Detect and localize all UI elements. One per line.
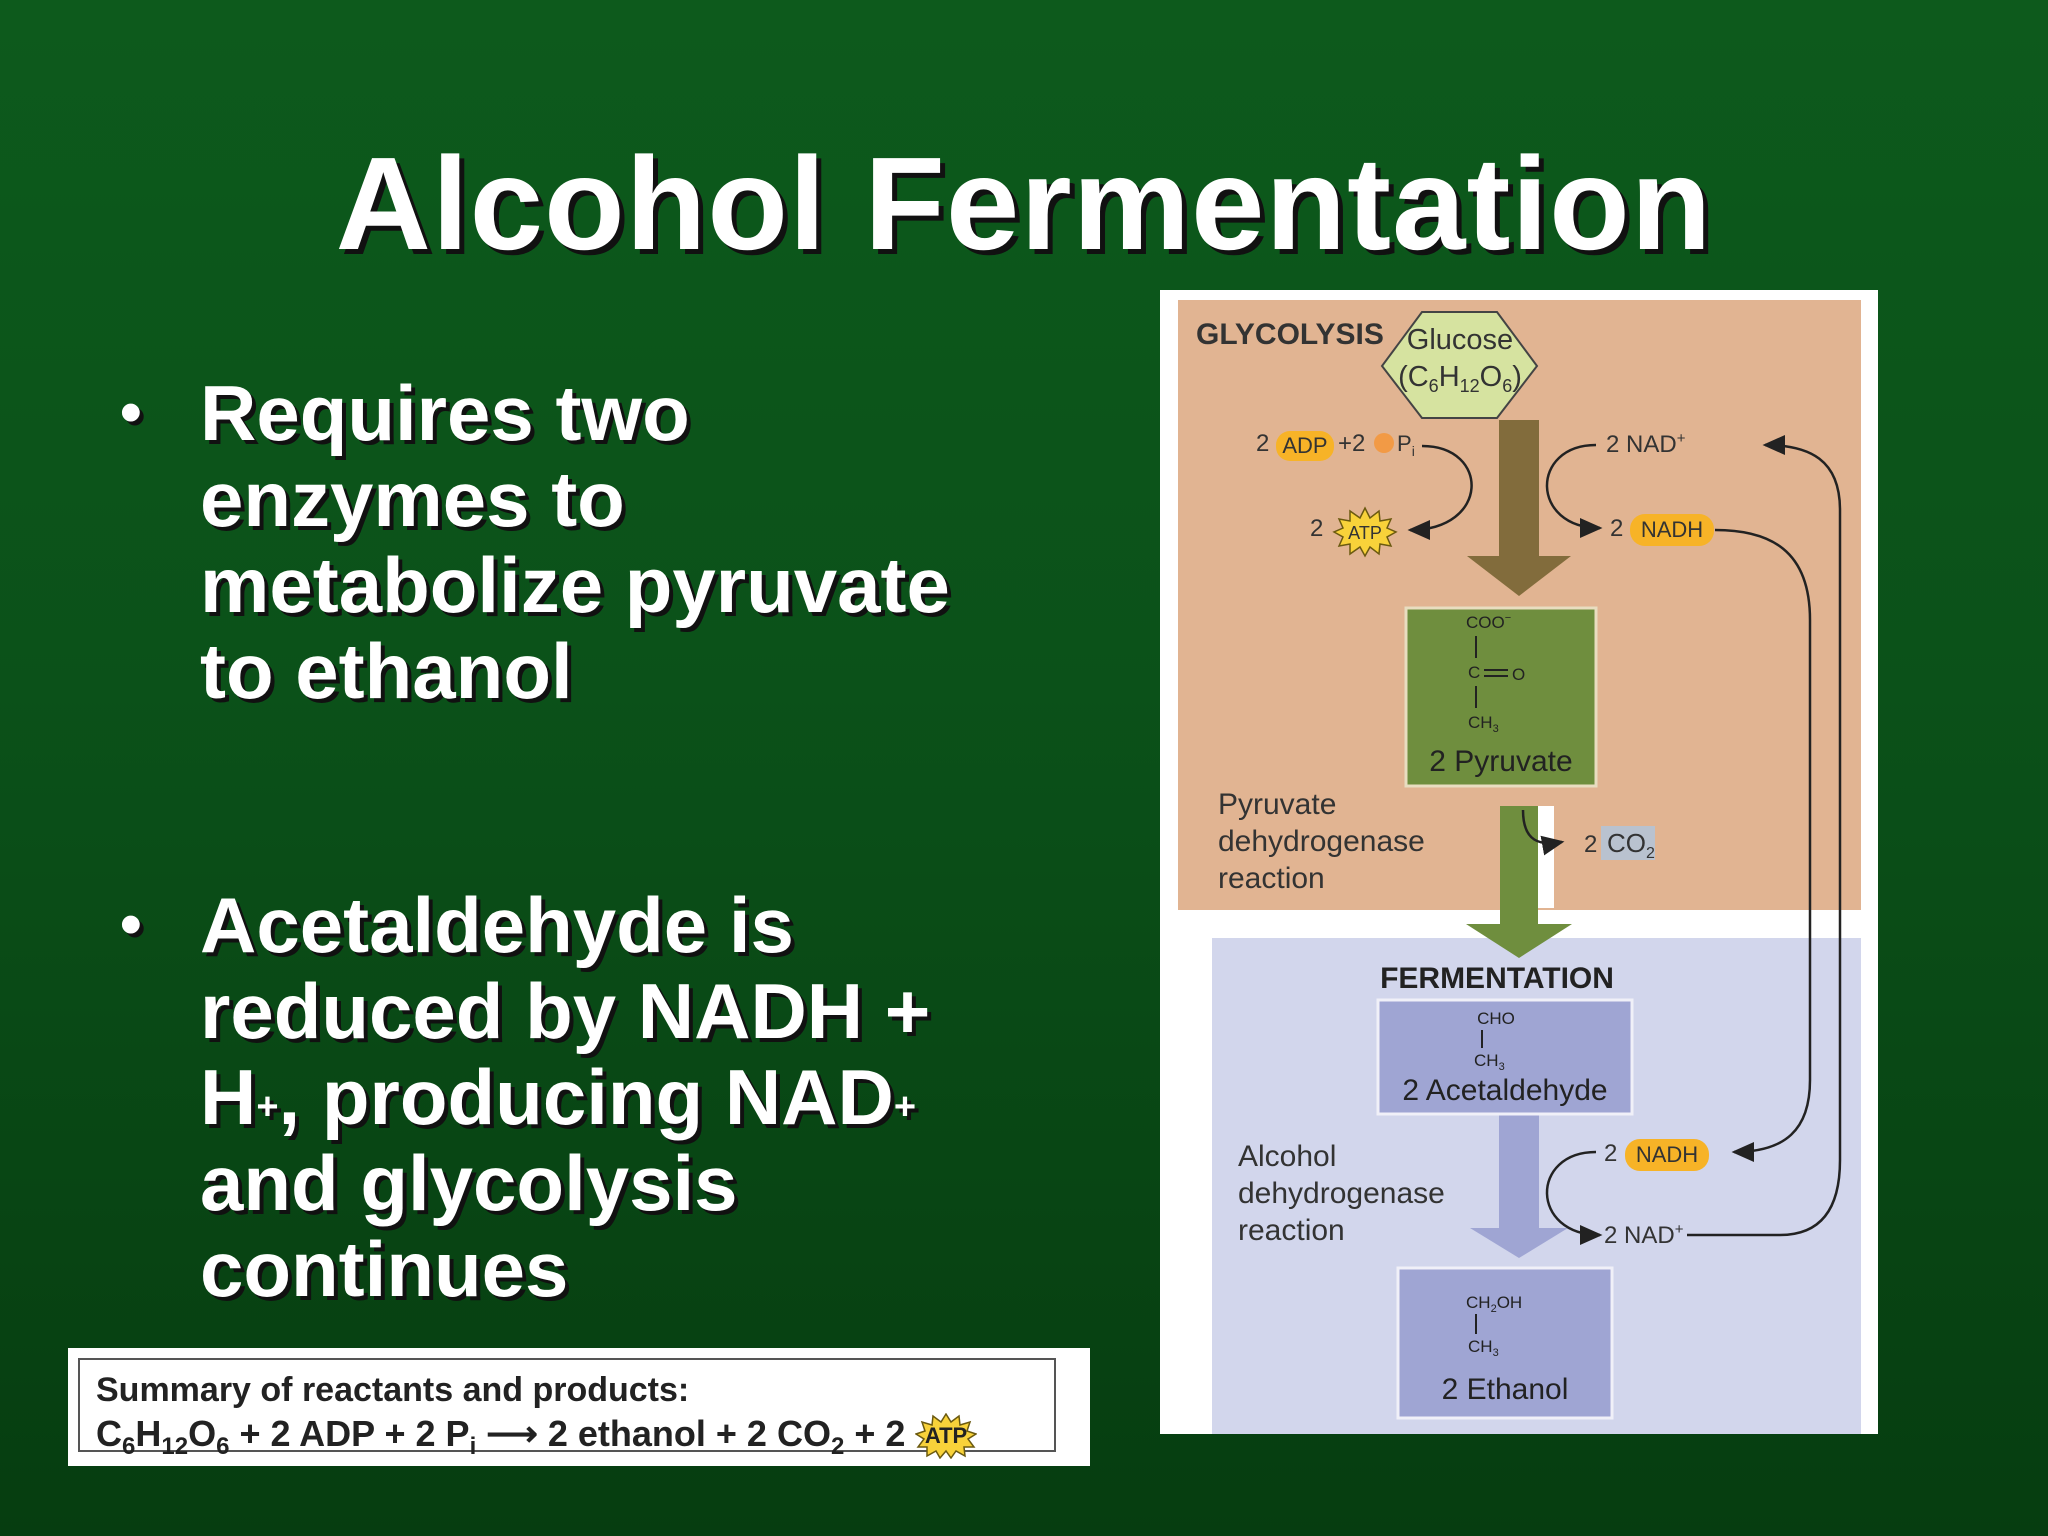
nadh-bottom-label: NADH bbox=[1636, 1142, 1698, 1167]
pyruvate-label: 2 Pyruvate bbox=[1429, 745, 1572, 778]
pdh-arrow-head bbox=[1466, 924, 1572, 958]
nadh-bottom-pill bbox=[1625, 1139, 1709, 1171]
nad-bottom-label: 2 NAD+ bbox=[1604, 1221, 1684, 1249]
nad-to-nadh-curve-arrow bbox=[1545, 443, 1603, 538]
pdh-arrow-shaft bbox=[1500, 806, 1538, 926]
adh-arrow-head bbox=[1470, 1228, 1568, 1258]
co2-count: 2 bbox=[1584, 831, 1597, 858]
bullet-dot: • bbox=[120, 378, 142, 447]
pdh-label-line: reaction bbox=[1218, 862, 1325, 895]
fermentation-label: FERMENTATION bbox=[1380, 962, 1614, 995]
pyruvate-ch3: CH3 bbox=[1468, 713, 1499, 735]
eq-text: 2 ethanol + 2 CO bbox=[547, 1413, 831, 1454]
adp-count: 2 bbox=[1256, 430, 1269, 457]
glycolysis-arrow-shaft bbox=[1499, 420, 1539, 558]
eq-text: H bbox=[135, 1413, 162, 1454]
nadh-to-nad-curve-arrow bbox=[1545, 1150, 1603, 1245]
nad-regeneration-arrow bbox=[1687, 435, 1842, 1237]
eq-text: C bbox=[96, 1413, 122, 1454]
pyruvate-coo: COO− bbox=[1466, 612, 1511, 632]
co2-label: CO2 bbox=[1607, 828, 1655, 862]
pyruvate-box bbox=[1404, 606, 1598, 788]
adp-pill bbox=[1276, 431, 1334, 461]
bullet-text-part: and glycolysis continues bbox=[200, 1139, 738, 1313]
phosphate-dot-icon bbox=[1374, 433, 1394, 453]
acetaldehyde-box bbox=[1376, 998, 1634, 1116]
superscript-plus: + bbox=[256, 1086, 279, 1128]
atp-label: ATP bbox=[925, 1423, 967, 1448]
eq-sub: 12 bbox=[161, 1433, 189, 1461]
atp-starburst-icon bbox=[1332, 506, 1398, 558]
co2-release-arrow bbox=[1521, 809, 1565, 856]
superscript-plus: + bbox=[893, 1086, 917, 1128]
ethanol-label: 2 Ethanol bbox=[1442, 1373, 1569, 1406]
bullet-text-part: Acetaldehyde is reduced by NADH + H bbox=[200, 881, 931, 1141]
nadh-top-label: NADH bbox=[1641, 517, 1703, 542]
nad-top-label: 2 NAD+ bbox=[1606, 430, 1686, 458]
nadh-transfer-arrow bbox=[1714, 528, 1812, 1162]
adp-label: ADP bbox=[1282, 433, 1327, 458]
acetaldehyde-ch3: CH3 bbox=[1474, 1051, 1505, 1073]
glycolysis-label: GLYCOLYSIS bbox=[1196, 318, 1384, 351]
glucose-formula: (C6H12O6) bbox=[1398, 361, 1522, 396]
pdh-label-line: dehydrogenase bbox=[1218, 825, 1425, 858]
bullet-text: Requires two enzymes to metabolize pyruv… bbox=[200, 369, 950, 715]
eq-sub: i bbox=[469, 1433, 477, 1461]
slide-title: Alcohol Fermentation bbox=[335, 130, 1713, 277]
ethanol-ch3: CH3 bbox=[1468, 1337, 1499, 1359]
acetaldehyde-cho: CHO bbox=[1477, 1009, 1515, 1028]
nadh-bottom-count: 2 bbox=[1604, 1140, 1617, 1167]
atp-label: ATP bbox=[1348, 523, 1382, 543]
adh-arrow-shaft bbox=[1499, 1114, 1539, 1232]
bullet-dot: • bbox=[120, 890, 142, 959]
pdh-label-line: Pyruvate bbox=[1218, 788, 1336, 821]
atp-count: 2 bbox=[1310, 515, 1323, 542]
summary-box: Summary of reactants and products: C6H12… bbox=[68, 1348, 1090, 1466]
glucose-hexagon bbox=[1380, 311, 1539, 419]
nadh-top-count: 2 bbox=[1610, 515, 1623, 542]
pyruvate-c: C bbox=[1468, 663, 1480, 682]
adh-label-line: Alcohol bbox=[1238, 1140, 1336, 1173]
bullet-requires-two-enzymes: • Requires two enzymes to metabolize pyr… bbox=[120, 370, 1000, 714]
ethanol-box bbox=[1396, 1266, 1614, 1420]
pyruvate-o: O bbox=[1512, 665, 1525, 684]
eq-text: + 2 ADP + 2 P bbox=[229, 1413, 470, 1454]
summary-heading: Summary of reactants and products: bbox=[96, 1371, 690, 1409]
fermentation-pathway-diagram: GLYCOLYSIS FERMENTATION Glucose (C6H12O6… bbox=[1160, 290, 1878, 1434]
ethanol-ch2oh: CH2OH bbox=[1466, 1293, 1522, 1315]
acetaldehyde-label: 2 Acetaldehyde bbox=[1402, 1074, 1607, 1107]
bullet-text: Acetaldehyde is reduced by NADH + H+, pr… bbox=[200, 882, 1000, 1312]
eq-sub: 6 bbox=[216, 1433, 230, 1461]
reaction-arrow: ⟶ bbox=[476, 1413, 548, 1454]
glucose-label: Glucose bbox=[1407, 324, 1513, 356]
atp-curve-arrow bbox=[1407, 444, 1473, 540]
plus-two: +2 bbox=[1338, 430, 1365, 457]
adh-label-line: dehydrogenase bbox=[1238, 1177, 1445, 1210]
eq-sub: 6 bbox=[122, 1433, 136, 1461]
adh-label-line: reaction bbox=[1238, 1214, 1345, 1247]
eq-text: + 2 bbox=[844, 1413, 916, 1454]
summary-frame: Summary of reactants and products: C6H12… bbox=[78, 1358, 1056, 1460]
co2-highlight bbox=[1601, 826, 1655, 860]
summary-equation: C6H12O6 + 2 ADP + 2 Pi ⟶ 2 ethanol + 2 C… bbox=[96, 1410, 1038, 1471]
atp-starburst-icon: ATP bbox=[914, 1413, 979, 1460]
bullet-text-part: , producing NAD bbox=[278, 1053, 894, 1141]
eq-sub: 2 bbox=[830, 1433, 845, 1461]
glycolysis-arrow-head bbox=[1467, 556, 1571, 596]
phosphate-label: Pi bbox=[1397, 431, 1415, 459]
bullet-acetaldehyde-reduced: • Acetaldehyde is reduced by NADH + H+, … bbox=[120, 882, 1000, 1312]
nadh-top-pill bbox=[1630, 514, 1714, 546]
eq-text: O bbox=[188, 1413, 217, 1454]
